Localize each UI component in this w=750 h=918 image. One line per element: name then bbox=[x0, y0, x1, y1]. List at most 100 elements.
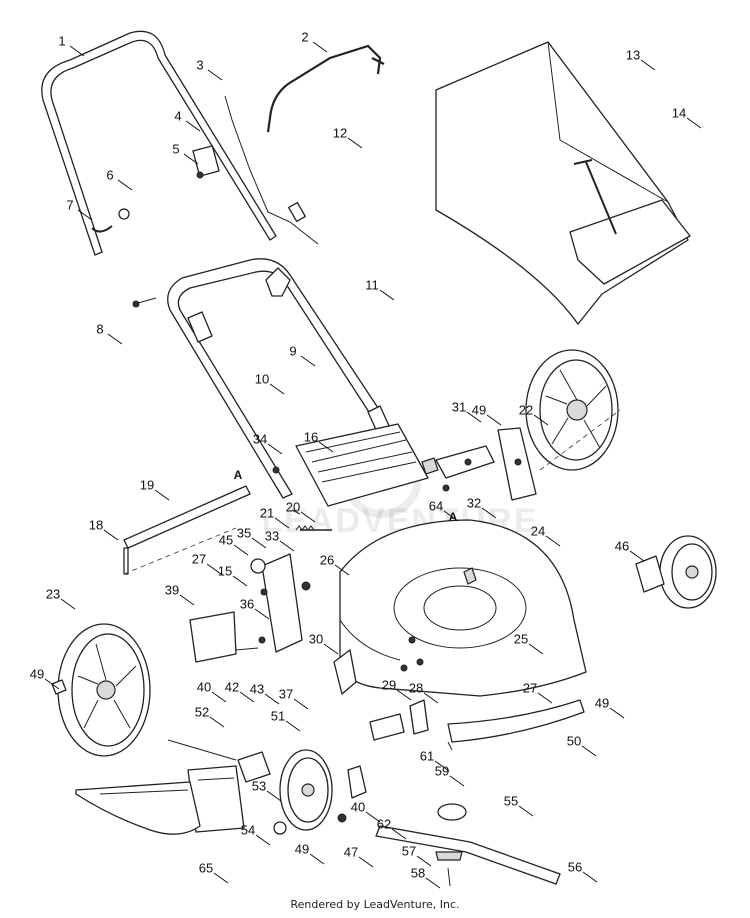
callout-leader-line bbox=[379, 289, 395, 301]
rear-axle-bar bbox=[123, 485, 251, 575]
callout-number: 50 bbox=[567, 733, 581, 748]
lower-handle-bolt bbox=[272, 466, 280, 474]
callout-number: 36 bbox=[240, 596, 254, 611]
callout-11: 11 bbox=[365, 277, 395, 301]
upper-handle bbox=[41, 30, 277, 256]
callout-leader-line bbox=[233, 544, 249, 556]
callout-leader-line bbox=[300, 511, 316, 523]
rear-door bbox=[295, 423, 439, 507]
callout-number: 22 bbox=[519, 402, 533, 417]
callout-leader-line bbox=[481, 507, 497, 519]
callout-number: 64 bbox=[429, 498, 443, 513]
callout-leader-line bbox=[443, 510, 459, 522]
callout-59: 59 bbox=[435, 763, 465, 787]
callout-leader-line bbox=[365, 811, 381, 823]
callout-30: 30 bbox=[309, 631, 339, 655]
callout-number: 62 bbox=[377, 816, 391, 831]
callout-leader-line bbox=[486, 414, 502, 426]
callout-7: 7 bbox=[66, 197, 93, 221]
callout-number: 5 bbox=[172, 141, 179, 156]
callout-number: 42 bbox=[225, 679, 239, 694]
callout-number: 18 bbox=[89, 517, 103, 532]
right-front-wheel bbox=[635, 535, 717, 609]
left-height-adjuster bbox=[189, 553, 311, 663]
callout-23: 23 bbox=[46, 586, 76, 610]
callout-leader-line bbox=[358, 856, 374, 868]
right-height-adjuster bbox=[435, 427, 537, 501]
deck-hardware bbox=[400, 636, 424, 672]
callout-42: 42 bbox=[225, 679, 255, 703]
callout-number: 13 bbox=[626, 47, 640, 62]
callout-number: 57 bbox=[402, 843, 416, 858]
callout-13: 13 bbox=[626, 47, 656, 71]
callout-number: 7 bbox=[66, 197, 73, 212]
callout-leader-line bbox=[209, 716, 225, 728]
callout-number: 15 bbox=[218, 563, 232, 578]
callout-number: 4 bbox=[174, 108, 181, 123]
callout-leader-line bbox=[312, 41, 328, 53]
callout-leader-line bbox=[107, 333, 123, 345]
callout-56: 56 bbox=[568, 859, 598, 883]
callout-leader-line bbox=[609, 707, 625, 719]
callout-19: 19 bbox=[140, 477, 170, 501]
callout-50: 50 bbox=[567, 733, 597, 757]
callout-33: 33 bbox=[265, 528, 295, 552]
callout-leader-line bbox=[629, 550, 645, 562]
callout-leader-line bbox=[267, 443, 283, 455]
callout-leader-line bbox=[239, 691, 255, 703]
footer-credit: Rendered by LeadVenture, Inc. bbox=[290, 898, 460, 911]
callout-leader-line bbox=[254, 608, 270, 620]
callout-22: 22 bbox=[519, 402, 549, 426]
callout-number: 40 bbox=[197, 679, 211, 694]
callout-leader-line bbox=[293, 698, 309, 710]
callout-leader-line bbox=[537, 692, 553, 704]
callout-leader-line bbox=[466, 411, 482, 423]
callout-number: 40 bbox=[351, 799, 365, 814]
callout-number: 52 bbox=[195, 704, 209, 719]
callout-62: 62 bbox=[377, 816, 407, 840]
callout-leader-line bbox=[318, 441, 334, 453]
control-bar bbox=[266, 44, 385, 133]
callout-5: 5 bbox=[172, 141, 199, 165]
discharge-chute-body bbox=[187, 765, 245, 833]
callout-53: 53 bbox=[252, 778, 282, 802]
callout-46: 46 bbox=[615, 538, 645, 562]
callout-leader-line bbox=[183, 153, 199, 165]
callout-leader-line bbox=[264, 693, 280, 705]
callout-leader-line bbox=[423, 692, 439, 704]
callout-number: 2 bbox=[301, 29, 308, 44]
callout-leader-line bbox=[269, 383, 285, 395]
callout-16: 16 bbox=[304, 429, 334, 453]
callout-40: 40 bbox=[351, 799, 381, 823]
callout-leader-line bbox=[533, 414, 549, 426]
callout-leader-line bbox=[60, 598, 76, 610]
callout-55: 55 bbox=[504, 793, 534, 817]
section-marker: A bbox=[449, 510, 458, 524]
callout-47: 47 bbox=[344, 844, 374, 868]
callout-number: 21 bbox=[260, 505, 274, 520]
callout-number: 32 bbox=[467, 495, 481, 510]
callout-leader-line bbox=[213, 872, 229, 884]
callout-49: 49 bbox=[472, 402, 502, 426]
callout-number: 54 bbox=[241, 822, 255, 837]
callout-number: 55 bbox=[504, 793, 518, 808]
callout-number: 25 bbox=[514, 631, 528, 646]
callout-2: 2 bbox=[301, 29, 328, 53]
callout-leader-line bbox=[154, 489, 170, 501]
callout-number: 8 bbox=[96, 321, 103, 336]
callout-number: 35 bbox=[237, 525, 251, 540]
front-axle-parts bbox=[337, 699, 429, 823]
callout-number: 19 bbox=[140, 477, 154, 492]
callout-number: 49 bbox=[295, 841, 309, 856]
callout-leader-line bbox=[581, 745, 597, 757]
callout-number: 28 bbox=[409, 680, 423, 695]
callout-29: 29 bbox=[382, 677, 412, 701]
callout-43: 43 bbox=[250, 681, 280, 705]
callout-leader-line bbox=[425, 877, 441, 889]
callout-26: 26 bbox=[320, 552, 350, 576]
callout-34: 34 bbox=[253, 431, 283, 455]
callout-number: 29 bbox=[382, 677, 396, 692]
callout-leader-line bbox=[77, 209, 93, 221]
callout-leader-line bbox=[309, 853, 325, 865]
